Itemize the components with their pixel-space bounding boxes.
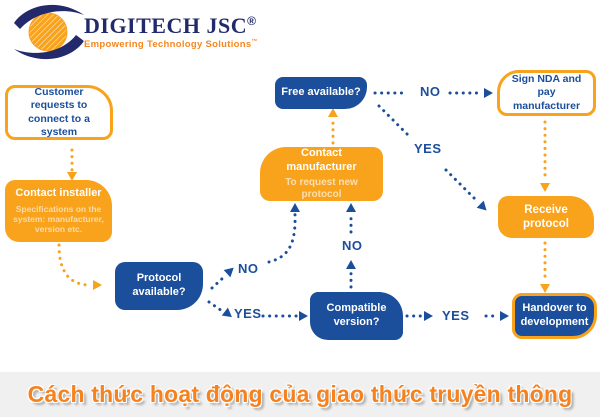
node-contact-manufacturer-label: Contact manufacturer <box>286 146 357 173</box>
digitech-logo: DIGITECH JSC® Empowering Technology Solu… <box>8 3 258 61</box>
label-free-yes: YES <box>414 141 442 156</box>
caption-text: Cách thức hoạt động của giao thức truyền… <box>27 381 573 407</box>
node-handover-development: Handover to development <box>512 293 597 339</box>
node-customer-request: Customer requests to connect to a system <box>5 85 113 140</box>
arrow-no-to-manufacturer <box>267 212 297 264</box>
label-free-no: NO <box>420 84 441 99</box>
node-contact-installer-subtitle: Specifications on the system: manufactur… <box>13 204 104 235</box>
node-compatible-version-label: Compatible version? <box>326 302 387 328</box>
arrow-installer-to-protocol <box>57 243 90 287</box>
caption-bar: Cách thức hoạt động của giao thức truyền… <box>0 372 600 417</box>
registered-mark: ® <box>247 14 257 28</box>
node-contact-installer: Contact installer Specifications on the … <box>5 180 112 242</box>
arrow-free-yes-2 <box>444 168 479 203</box>
node-handover-development-label: Handover to development <box>520 302 589 328</box>
brand-tagline: Empowering Technology Solutions™ <box>84 39 258 50</box>
node-contact-manufacturer: Contact manufacturer To request new prot… <box>260 147 383 201</box>
node-sign-nda: Sign NDA and pay manufacturer <box>497 70 596 116</box>
node-compatible-version: Compatible version? <box>310 292 403 340</box>
node-sign-nda-label: Sign NDA and pay manufacturer <box>511 73 582 112</box>
arrow-protocol-no <box>210 275 226 290</box>
arrow-free-yes-1 <box>377 104 413 140</box>
arrow-protocol-yes <box>207 300 224 313</box>
trademark-mark: ™ <box>251 39 258 45</box>
label-protocol-no: NO <box>238 261 259 276</box>
node-customer-request-label: Customer requests to connect to a system <box>28 86 90 138</box>
digitech-swirl-icon <box>14 4 84 60</box>
node-free-available: Free available? <box>275 77 367 109</box>
node-receive-protocol-label: Receive protocol <box>523 203 569 230</box>
brand-name: DIGITECH JSC® <box>84 13 257 38</box>
node-protocol-available: Protocol available? <box>115 262 203 310</box>
node-receive-protocol: Receive protocol <box>498 196 594 238</box>
node-contact-manufacturer-subtitle: To request new protocol <box>285 177 358 201</box>
label-compatible-no: NO <box>342 238 363 253</box>
label-compatible-yes: YES <box>442 308 470 323</box>
node-contact-installer-label: Contact installer <box>15 187 102 200</box>
node-free-available-label: Free available? <box>281 86 361 99</box>
node-protocol-available-label: Protocol available? <box>132 272 186 298</box>
label-protocol-yes: YES <box>234 306 262 321</box>
